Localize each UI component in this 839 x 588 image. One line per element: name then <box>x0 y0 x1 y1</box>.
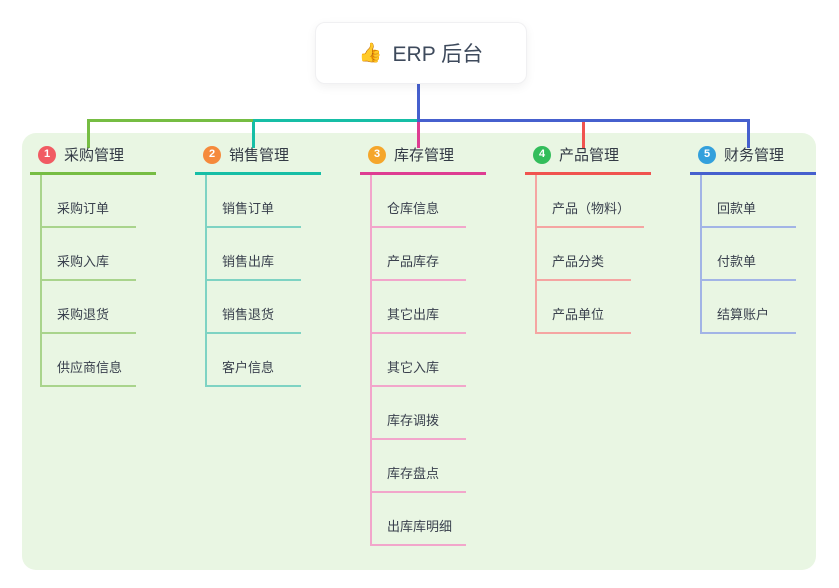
child-node[interactable]: 采购入库 <box>40 228 136 281</box>
root-stem-line <box>416 82 420 122</box>
branch-children: 回款单 付款单 结算账户 <box>700 175 839 334</box>
child-node[interactable]: 其它入库 <box>370 334 466 387</box>
branch-drop-line <box>86 119 90 148</box>
child-label: 付款单 <box>717 254 757 269</box>
child-label: 产品分类 <box>552 254 605 269</box>
child-label: 采购入库 <box>57 254 110 269</box>
child-node[interactable]: 库存盘点 <box>370 440 466 493</box>
branch-header[interactable]: 4 产品管理 <box>525 144 651 175</box>
branch-children: 产品（物料） 产品分类 产品单位 <box>535 175 685 334</box>
bus-segment <box>418 119 750 122</box>
child-label: 出库库明细 <box>387 519 453 534</box>
child-label: 供应商信息 <box>57 360 123 375</box>
child-label: 其它出库 <box>387 307 440 322</box>
bus-segment <box>88 119 253 122</box>
branch-label: 产品管理 <box>559 147 620 164</box>
branch-header[interactable]: 2 销售管理 <box>195 144 321 175</box>
child-node[interactable]: 产品分类 <box>535 228 631 281</box>
root-label: ERP 后台 <box>392 43 484 66</box>
child-node[interactable]: 其它出库 <box>370 281 466 334</box>
child-label: 销售出库 <box>222 254 275 269</box>
branch-number-badge: 1 <box>38 145 56 164</box>
branch-node: 2 销售管理 销售订单 销售出库 销售退货 客户信息 <box>195 144 355 387</box>
branch-header[interactable]: 1 采购管理 <box>30 144 156 175</box>
branch-number-badge: 3 <box>368 145 386 164</box>
branch-label: 采购管理 <box>64 147 125 164</box>
branch-label: 库存管理 <box>394 147 455 164</box>
child-node[interactable]: 销售退货 <box>205 281 301 334</box>
branch-number-badge: 2 <box>203 145 221 164</box>
branch-header[interactable]: 3 库存管理 <box>360 144 486 175</box>
child-label: 库存盘点 <box>387 466 440 481</box>
branch-node: 5 财务管理 回款单 付款单 结算账户 <box>690 144 839 334</box>
child-label: 库存调拨 <box>387 413 440 428</box>
child-node[interactable]: 回款单 <box>700 175 796 228</box>
branch-children: 采购订单 采购入库 采购退货 供应商信息 <box>40 175 190 387</box>
branch-node: 3 库存管理 仓库信息 产品库存 其它出库 其它入库 库存调拨 库存盘点 出库库… <box>360 144 520 546</box>
branch-drop-line <box>416 119 420 148</box>
child-node[interactable]: 仓库信息 <box>370 175 466 228</box>
child-label: 销售退货 <box>222 307 275 322</box>
branch-header[interactable]: 5 财务管理 <box>690 144 816 175</box>
branch-drop-line <box>251 119 255 148</box>
child-node[interactable]: 采购退货 <box>40 281 136 334</box>
child-label: 其它入库 <box>387 360 440 375</box>
child-label: 产品（物料） <box>552 201 631 216</box>
child-node[interactable]: 产品单位 <box>535 281 631 334</box>
branch-children: 销售订单 销售出库 销售退货 客户信息 <box>205 175 355 387</box>
child-node[interactable]: 销售出库 <box>205 228 301 281</box>
branch-node: 4 产品管理 产品（物料） 产品分类 产品单位 <box>525 144 685 334</box>
child-node[interactable]: 销售订单 <box>205 175 301 228</box>
root-node[interactable]: 👍 ERP 后台 <box>315 22 527 84</box>
child-label: 采购订单 <box>57 201 110 216</box>
child-label: 结算账户 <box>717 307 770 322</box>
child-label: 回款单 <box>717 201 757 216</box>
branch-children: 仓库信息 产品库存 其它出库 其它入库 库存调拨 库存盘点 出库库明细 <box>370 175 520 546</box>
child-label: 产品单位 <box>552 307 605 322</box>
child-label: 产品库存 <box>387 254 440 269</box>
branch-label: 财务管理 <box>724 147 785 164</box>
child-node[interactable]: 出库库明细 <box>370 493 467 546</box>
child-node[interactable]: 付款单 <box>700 228 796 281</box>
thumbs-up-icon: 👍 <box>358 42 383 64</box>
child-node[interactable]: 采购订单 <box>40 175 136 228</box>
branch-label: 销售管理 <box>229 147 290 164</box>
child-label: 客户信息 <box>222 360 275 375</box>
child-node[interactable]: 供应商信息 <box>40 334 137 387</box>
child-label: 采购退货 <box>57 307 110 322</box>
child-node[interactable]: 客户信息 <box>205 334 301 387</box>
child-node[interactable]: 产品库存 <box>370 228 466 281</box>
child-label: 仓库信息 <box>387 201 440 216</box>
bus-segment <box>253 119 418 122</box>
child-node[interactable]: 库存调拨 <box>370 387 466 440</box>
branch-drop-line <box>581 119 585 148</box>
branch-number-badge: 5 <box>698 145 716 164</box>
branch-number-badge: 4 <box>533 145 551 164</box>
branch-drop-line <box>746 119 750 148</box>
branches-panel <box>22 133 816 570</box>
child-node[interactable]: 产品（物料） <box>535 175 645 228</box>
child-label: 销售订单 <box>222 201 275 216</box>
branch-node: 1 采购管理 采购订单 采购入库 采购退货 供应商信息 <box>30 144 190 387</box>
child-node[interactable]: 结算账户 <box>700 281 796 334</box>
